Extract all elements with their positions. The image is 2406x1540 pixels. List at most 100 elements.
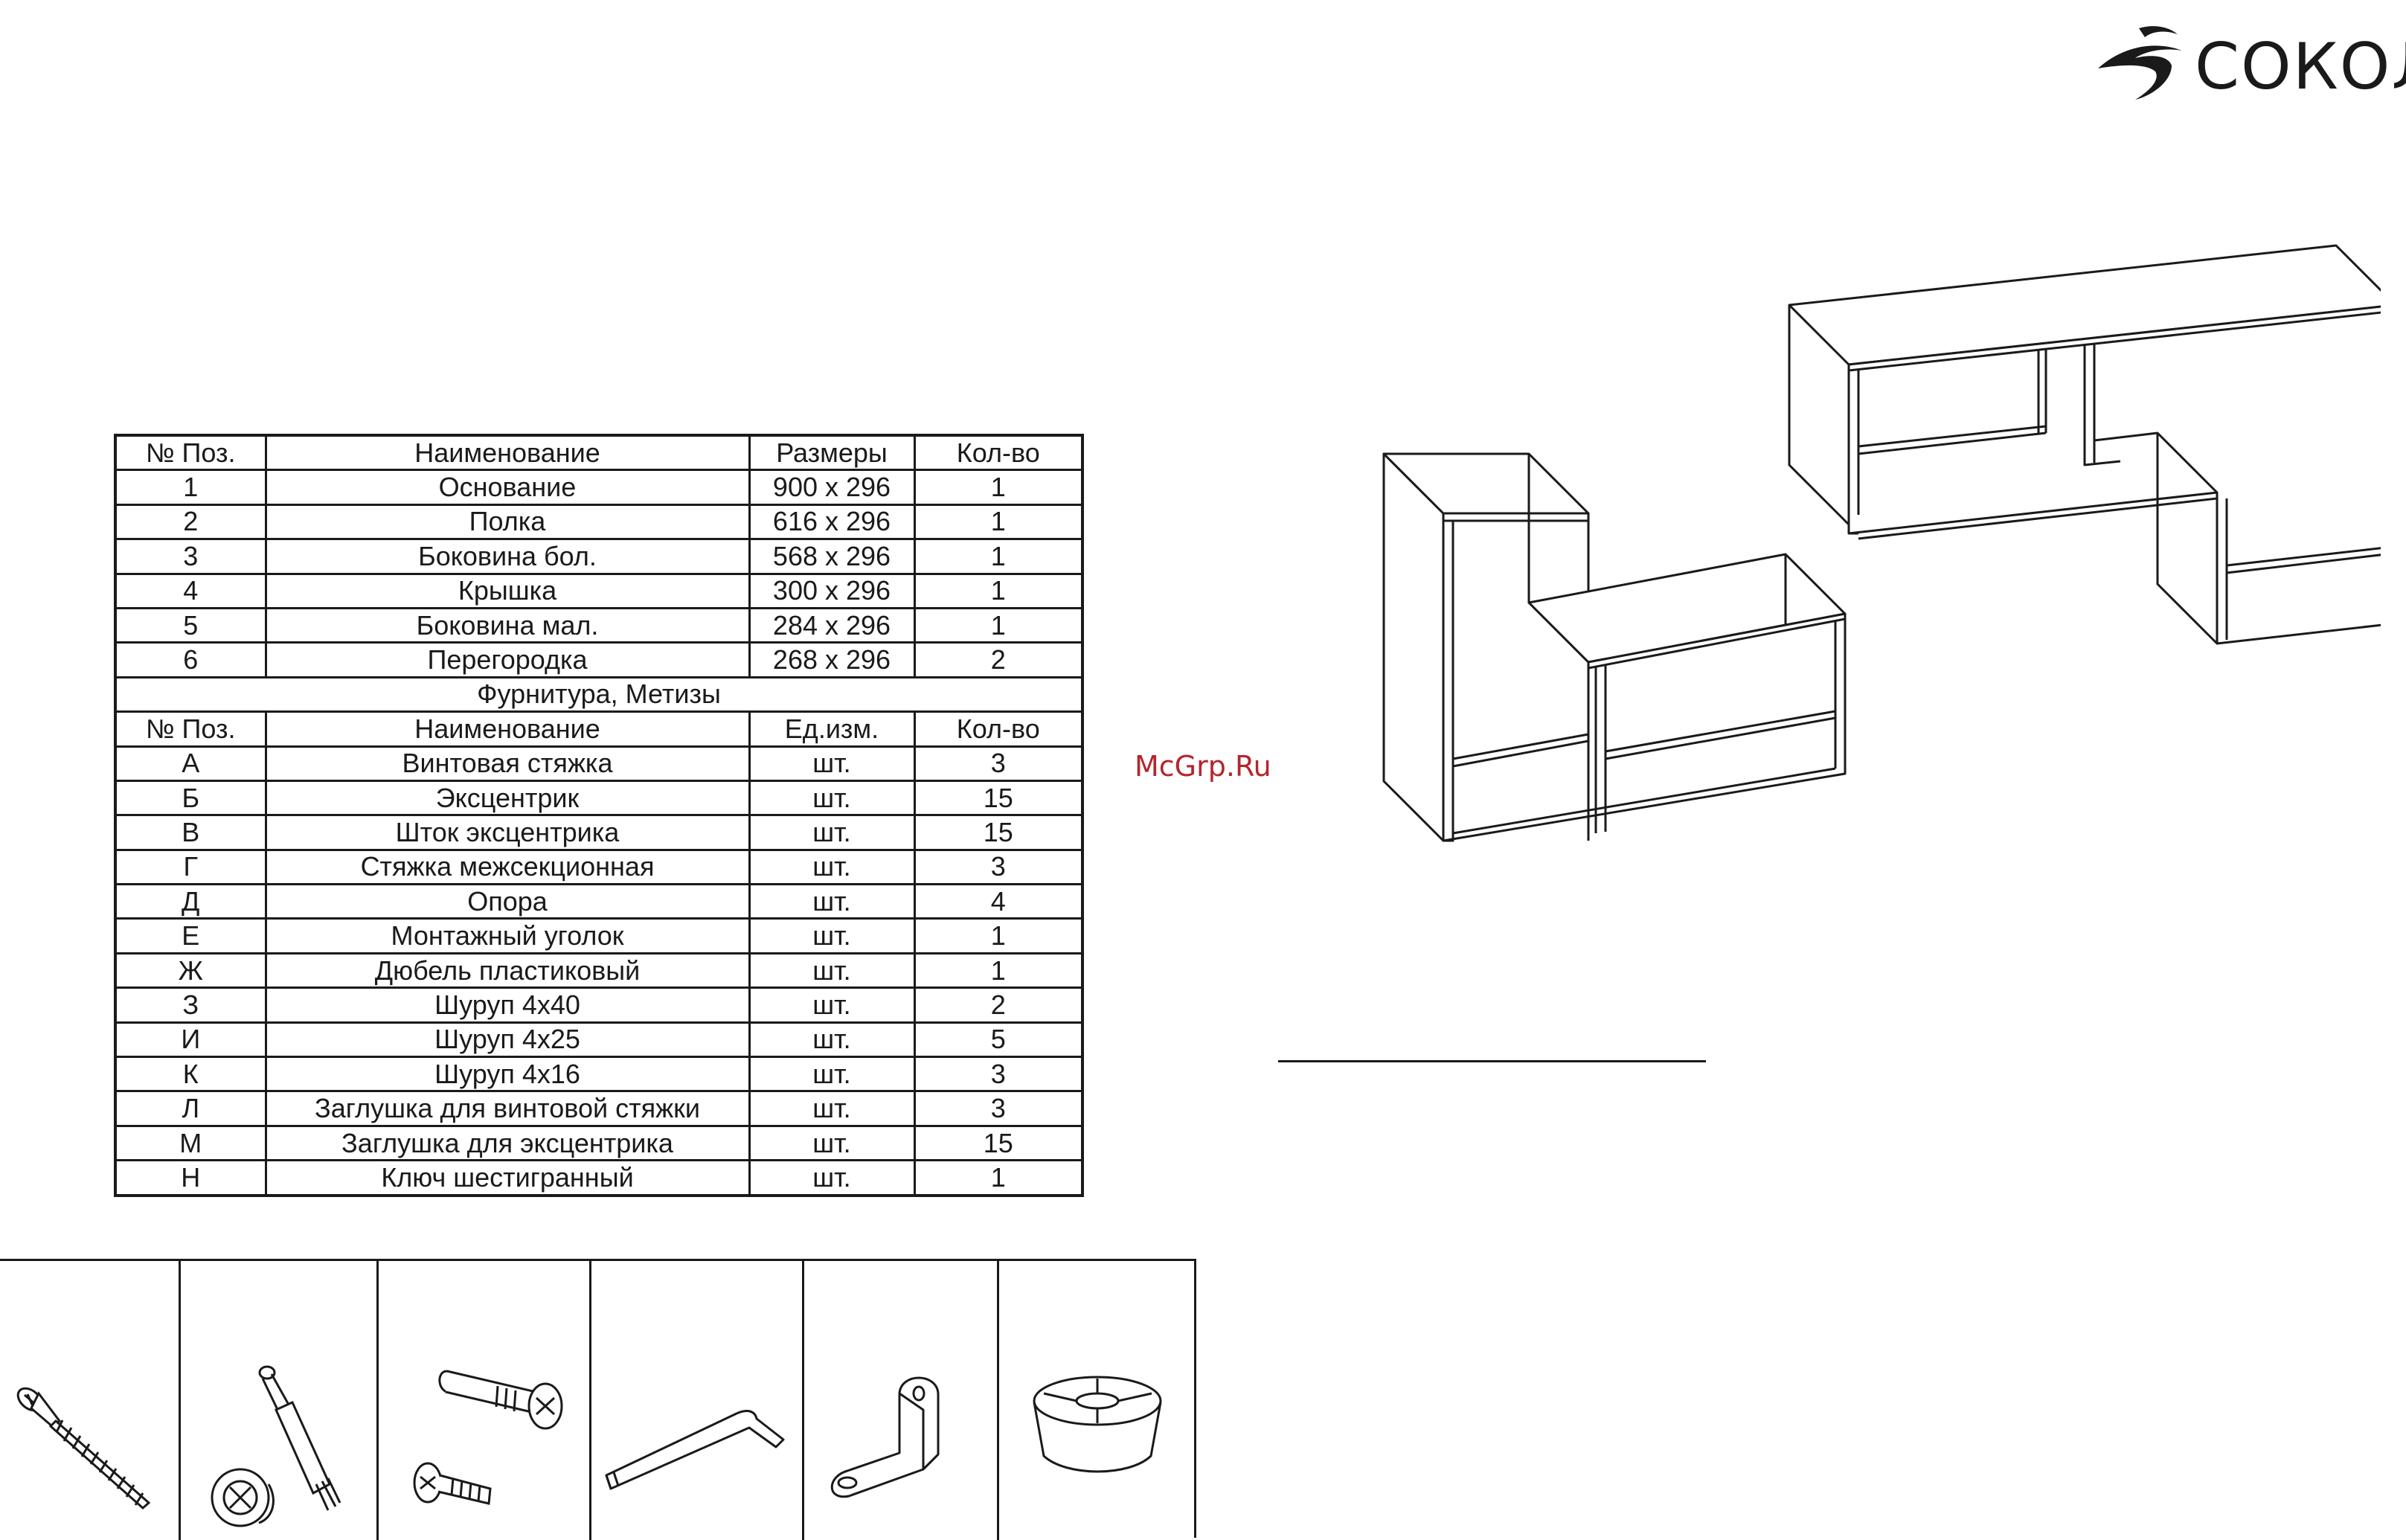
signature-line — [1278, 1060, 1706, 1062]
hardware-row-cell: 3 — [913, 1056, 1084, 1093]
parts-row-cell: 4 — [114, 572, 267, 609]
hardware-row-cell: Н — [114, 1159, 267, 1197]
brand-logo: СОКОЛ — [2094, 22, 2406, 104]
parts-row-cell: Боковина бол. — [264, 538, 751, 575]
hardware-header-row-cell: № Поз. — [114, 710, 267, 748]
hardware-row-cell: шт. — [748, 779, 916, 817]
parts-row-cell: 5 — [114, 606, 267, 644]
parts-row-cell: 3 — [114, 538, 267, 575]
cam-lock-icon — [211, 1365, 341, 1527]
parts-header-row-cell: Кол-во — [913, 434, 1084, 472]
hardware-row-cell: З — [114, 986, 267, 1024]
mounting-bracket-icon — [830, 1376, 940, 1498]
hardware-row-cell: Дюбель пластиковый — [264, 952, 751, 989]
hardware-row-cell: Монтажный уголок — [264, 917, 751, 955]
hardware-row-cell: Шуруп 4х16 — [264, 1056, 751, 1093]
hardware-row-cell: шт. — [748, 814, 916, 851]
hardware-cell-d — [591, 1261, 804, 1540]
hardware-row-cell: шт. — [748, 917, 916, 955]
hardware-row-cell: М — [114, 1124, 267, 1162]
hardware-row-cell: 15 — [913, 1124, 1084, 1162]
hardware-row-cell: шт. — [748, 1056, 916, 1093]
hardware-row-cell: 1 — [913, 917, 1084, 955]
hardware-row-cell: Ж — [114, 952, 267, 989]
hex-key-icon — [605, 1410, 785, 1490]
hardware-row-cell: 5 — [913, 1021, 1084, 1059]
parts-row-cell: 900 x 296 — [748, 469, 916, 506]
brand-name: СОКОЛ — [2195, 30, 2406, 104]
hardware-row-cell: Ключ шестигранный — [264, 1159, 751, 1197]
hardware-header-row-cell: Кол-во — [913, 710, 1084, 748]
parts-header-row-cell: № Поз. — [114, 434, 267, 472]
hardware-row-cell: 3 — [913, 848, 1084, 886]
hardware-row-cell: Эксцентрик — [264, 779, 751, 817]
parts-row-cell: Основание — [264, 469, 751, 506]
parts-row-cell: 268 x 296 — [748, 641, 916, 678]
parts-row-cell: 1 — [913, 538, 1084, 575]
hardware-row-cell: 1 — [913, 952, 1084, 989]
parts-header-row-cell: Наименование — [264, 434, 751, 472]
hardware-cell-b — [181, 1261, 379, 1540]
parts-row-cell: 616 x 296 — [748, 503, 916, 541]
parts-row-cell: 1 — [913, 572, 1084, 609]
hardware-cell-c — [379, 1261, 591, 1540]
hardware-row-cell: И — [114, 1021, 267, 1059]
hardware-row-cell: Заглушка для винтовой стяжки — [264, 1090, 751, 1127]
parts-header-row-cell: Размеры — [748, 434, 916, 472]
hardware-row-cell: К — [114, 1056, 267, 1093]
hardware-row-cell: Б — [114, 779, 267, 817]
parts-row-cell: 284 x 296 — [748, 606, 916, 644]
hardware-row-cell: А — [114, 745, 267, 782]
hardware-row-cell: Винтовая стяжка — [264, 745, 751, 782]
hardware-cell-f — [999, 1261, 1194, 1540]
hardware-row-cell: шт. — [748, 986, 916, 1024]
parts-row-cell: 568 x 296 — [748, 538, 916, 575]
parts-row-cell: 300 x 296 — [748, 572, 916, 609]
hardware-row-cell: Заглушка для эксцентрика — [264, 1124, 751, 1162]
connecting-bolt-icon — [413, 1370, 563, 1505]
falcon-swoosh-icon — [2098, 26, 2182, 100]
parts-row-cell: Перегородка — [264, 641, 751, 678]
parts-row-cell: 1 — [114, 469, 267, 506]
hardware-header-row-cell: Ед.изм. — [748, 710, 916, 748]
hardware-row-cell: Д — [114, 883, 267, 920]
hardware-row-cell: 3 — [913, 1090, 1084, 1127]
hardware-row-cell: Шуруп 4х25 — [264, 1021, 751, 1059]
hardware-row-cell: 3 — [913, 745, 1084, 782]
watermark: McGrp.Ru — [1135, 750, 1271, 783]
hardware-row-cell: Шток эксцентрика — [264, 814, 751, 851]
hardware-row-cell: Опора — [264, 883, 751, 920]
parts-row-cell: 1 — [913, 469, 1084, 506]
hardware-row-cell: 2 — [913, 986, 1084, 1024]
hardware-row-cell: шт. — [748, 883, 916, 920]
hardware-row-cell: шт. — [748, 952, 916, 989]
hardware-row-cell: шт. — [748, 1090, 916, 1127]
parts-row-cell: Крышка — [264, 572, 751, 609]
hardware-cell-e — [804, 1261, 999, 1540]
parts-row-cell: Полка — [264, 503, 751, 541]
hardware-section-title: Фурнитура, Метизы — [114, 676, 1084, 713]
parts-row-cell: 2 — [114, 503, 267, 541]
parts-row-cell: 6 — [114, 641, 267, 678]
hardware-row-cell: В — [114, 814, 267, 851]
hardware-cell-a — [0, 1261, 181, 1540]
